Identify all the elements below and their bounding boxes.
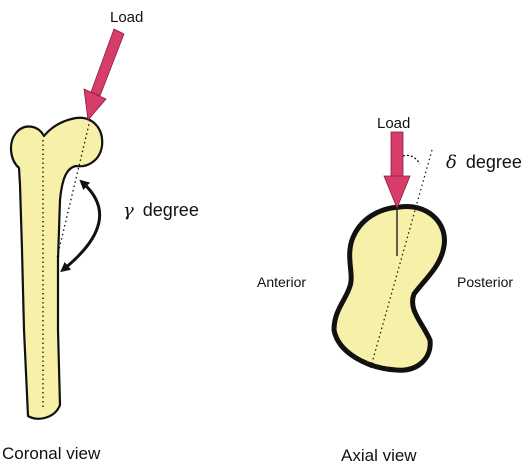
gamma-angle-label: γ degree <box>123 200 199 221</box>
gamma-symbol: γ <box>123 200 134 221</box>
anterior-label: Anterior <box>257 274 306 290</box>
coronal-load-label: Load <box>110 9 143 26</box>
gamma-angle-arc-icon <box>64 183 100 269</box>
gamma-degree-word: degree <box>143 200 199 220</box>
coronal-view-group: Load γ degree Coronal view <box>2 9 199 463</box>
delta-angle-label: δ degree <box>446 152 522 173</box>
axial-view-group: Load δ degree Anterior Posterior Axial v… <box>257 115 522 465</box>
delta-angle-arc-icon <box>403 155 420 164</box>
coronal-load-arrow-icon <box>84 29 124 120</box>
axial-load-label: Load <box>377 115 410 132</box>
delta-degree-word: degree <box>466 152 522 172</box>
posterior-label: Posterior <box>457 274 513 290</box>
femur-shape <box>11 118 102 419</box>
delta-symbol: δ <box>446 152 457 173</box>
axial-femur-cross-section <box>334 206 444 370</box>
axial-view-caption: Axial view <box>341 446 417 465</box>
axial-load-arrow-icon <box>384 132 410 208</box>
coronal-view-caption: Coronal view <box>2 444 101 463</box>
